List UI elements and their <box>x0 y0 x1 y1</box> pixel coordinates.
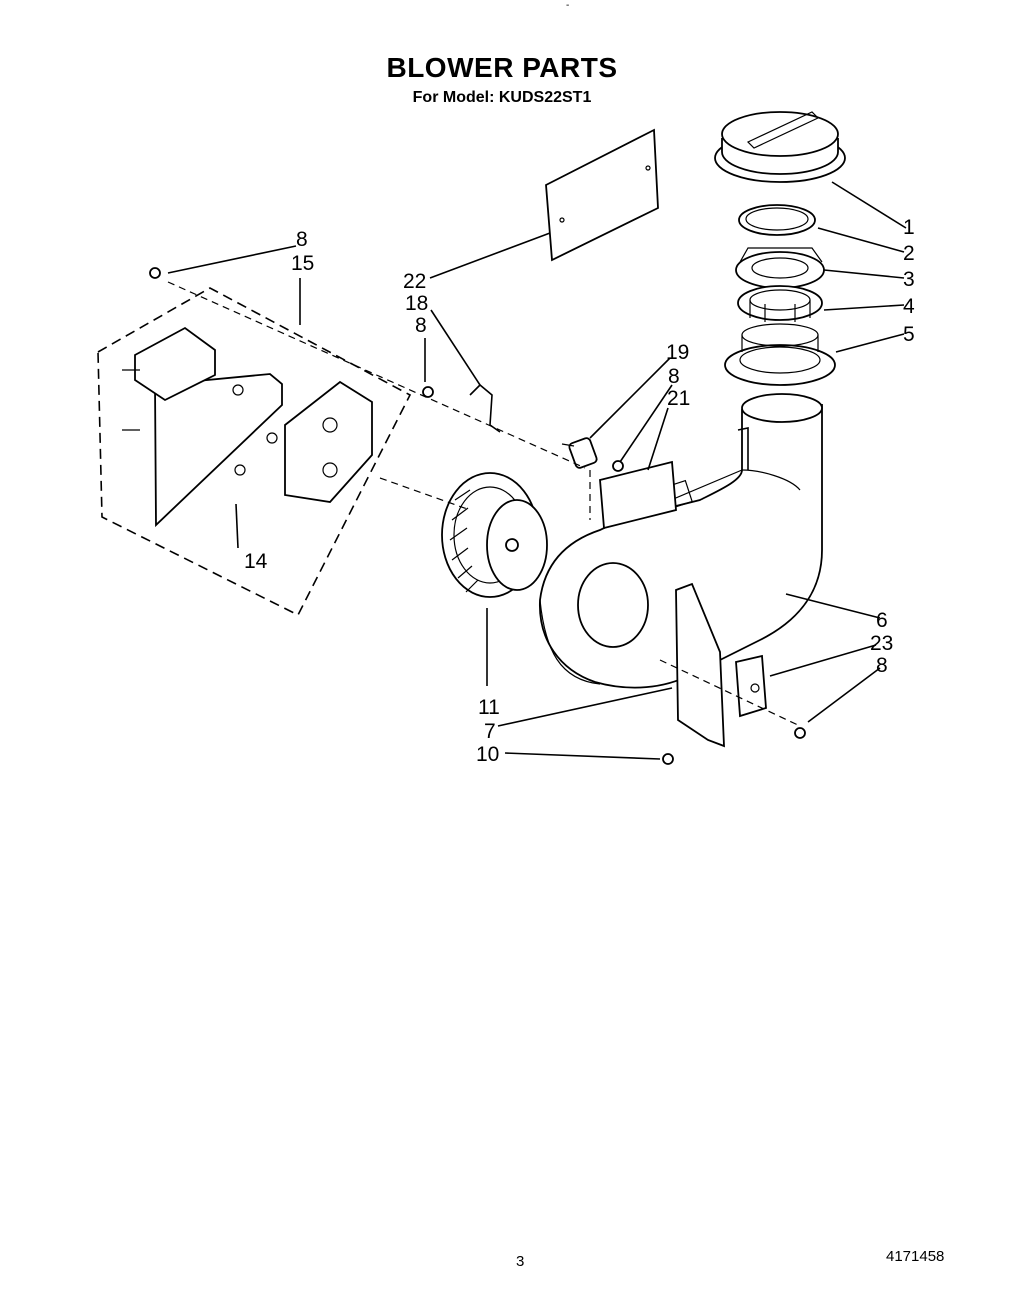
part-5-flange <box>724 323 836 386</box>
part-22-cover-plate <box>545 128 659 262</box>
page-number: 3 <box>516 1253 525 1270</box>
part-19-capacitor <box>561 437 598 469</box>
callout-18: 18 <box>405 292 428 315</box>
callout-11: 11 <box>478 696 500 719</box>
part-11-blower-wheel <box>441 472 548 598</box>
part-18-clip <box>469 383 501 433</box>
part-3-ring <box>735 247 825 289</box>
part-2-seal <box>738 204 816 236</box>
model-subtitle: For Model: KUDS22ST1 <box>412 89 592 106</box>
callout-15: 15 <box>291 252 314 275</box>
callout-7: 7 <box>484 720 496 743</box>
document-number: 4171458 <box>886 1248 945 1265</box>
callout-19: 19 <box>666 341 689 364</box>
callout-5: 5 <box>903 323 915 346</box>
callout-14: 14 <box>244 550 268 573</box>
callout-21: 21 <box>667 387 690 410</box>
callout-8-right: 8 <box>668 365 680 388</box>
callout-8-lower: 8 <box>876 654 888 677</box>
callout-2: 2 <box>903 242 915 265</box>
part-1-cap <box>714 111 846 183</box>
callout-23: 23 <box>870 632 893 655</box>
screws <box>149 267 806 765</box>
callout-3: 3 <box>903 268 915 291</box>
top-mark: - <box>566 0 570 11</box>
dashed-assembly-lines <box>167 281 801 727</box>
callout-8-mid: 8 <box>415 314 427 337</box>
callout-10: 10 <box>476 743 499 766</box>
part-23-clamp <box>735 654 767 718</box>
leader-lines <box>167 181 907 760</box>
page-title: BLOWER PARTS <box>386 52 618 83</box>
callout-1: 1 <box>903 216 915 239</box>
part-7-bracket <box>675 582 725 748</box>
callout-8-left: 8 <box>296 228 308 251</box>
callout-22: 22 <box>403 270 426 293</box>
part-4-ring <box>737 285 823 322</box>
callout-6: 6 <box>876 609 888 632</box>
part-15-motor-assembly <box>97 287 412 617</box>
callout-4: 4 <box>903 295 915 318</box>
